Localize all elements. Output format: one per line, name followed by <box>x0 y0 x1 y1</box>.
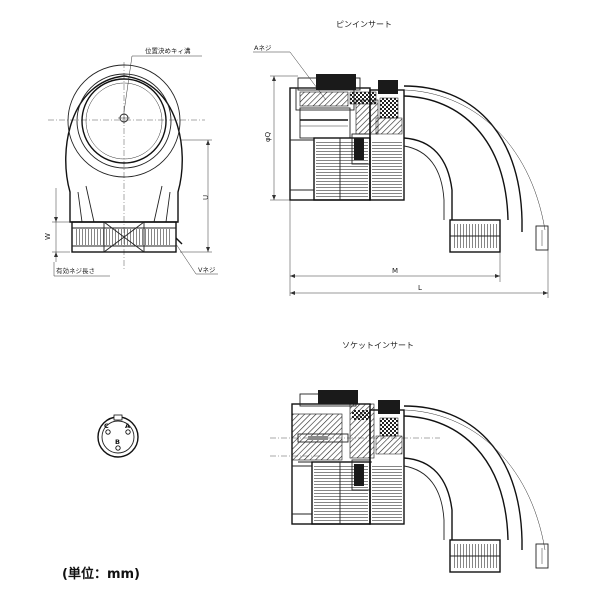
pin-c-contact <box>105 429 111 435</box>
pin-c-label: C <box>104 422 109 430</box>
key-groove-label: 位置決めキィ溝 <box>145 46 191 55</box>
pin-a-label: A <box>125 422 130 430</box>
pin-insert-side-view <box>253 51 549 298</box>
pin-b-label: B <box>115 438 120 446</box>
v-thread-label: Vネジ <box>198 266 216 274</box>
unit-note: (単位：mm) <box>62 566 140 582</box>
pin-insert-title: ピンインサート <box>336 20 392 29</box>
socket-insert-title: ソケットインサート <box>342 341 414 350</box>
pin-b-contact <box>115 445 121 451</box>
dim-w-label: W <box>44 233 52 240</box>
pin-layout <box>97 414 139 458</box>
effective-thread-length-label: 有効ネジ長さ <box>56 266 95 275</box>
socket-insert-side-view <box>270 390 549 573</box>
a-thread-label: Aネジ <box>254 44 272 52</box>
dim-m-label: M <box>392 267 398 275</box>
dim-q-label: φQ <box>264 131 272 142</box>
dim-l-label: L <box>418 284 422 292</box>
pin-a-contact <box>125 429 131 435</box>
dim-u-label: U <box>202 195 210 200</box>
front-view <box>48 55 218 277</box>
